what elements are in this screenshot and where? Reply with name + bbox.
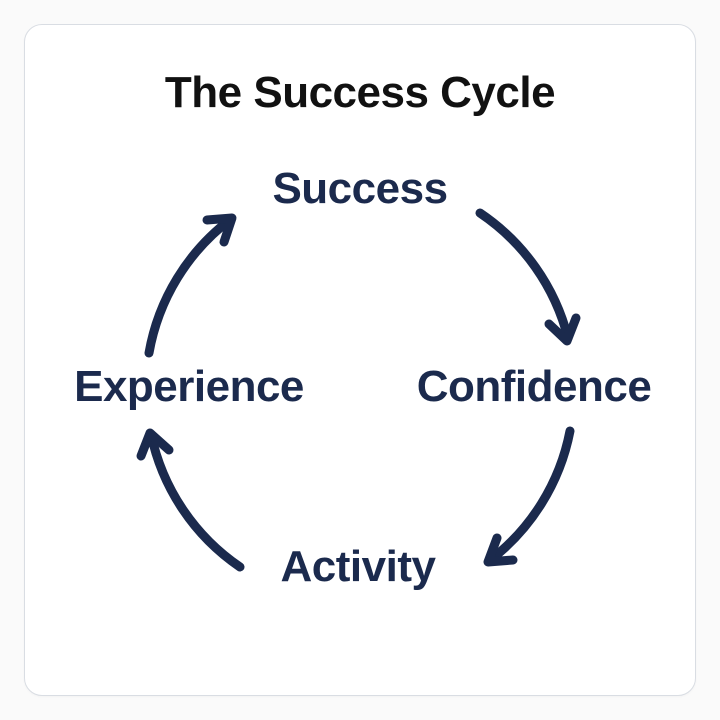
node-label-activity: Activity — [280, 542, 436, 591]
node-label-experience: Experience — [74, 362, 304, 411]
node-label-success: Success — [272, 164, 448, 213]
node-label-confidence: Confidence — [416, 362, 652, 411]
diagram-card — [24, 24, 696, 696]
diagram-title: The Success Cycle — [164, 68, 556, 117]
